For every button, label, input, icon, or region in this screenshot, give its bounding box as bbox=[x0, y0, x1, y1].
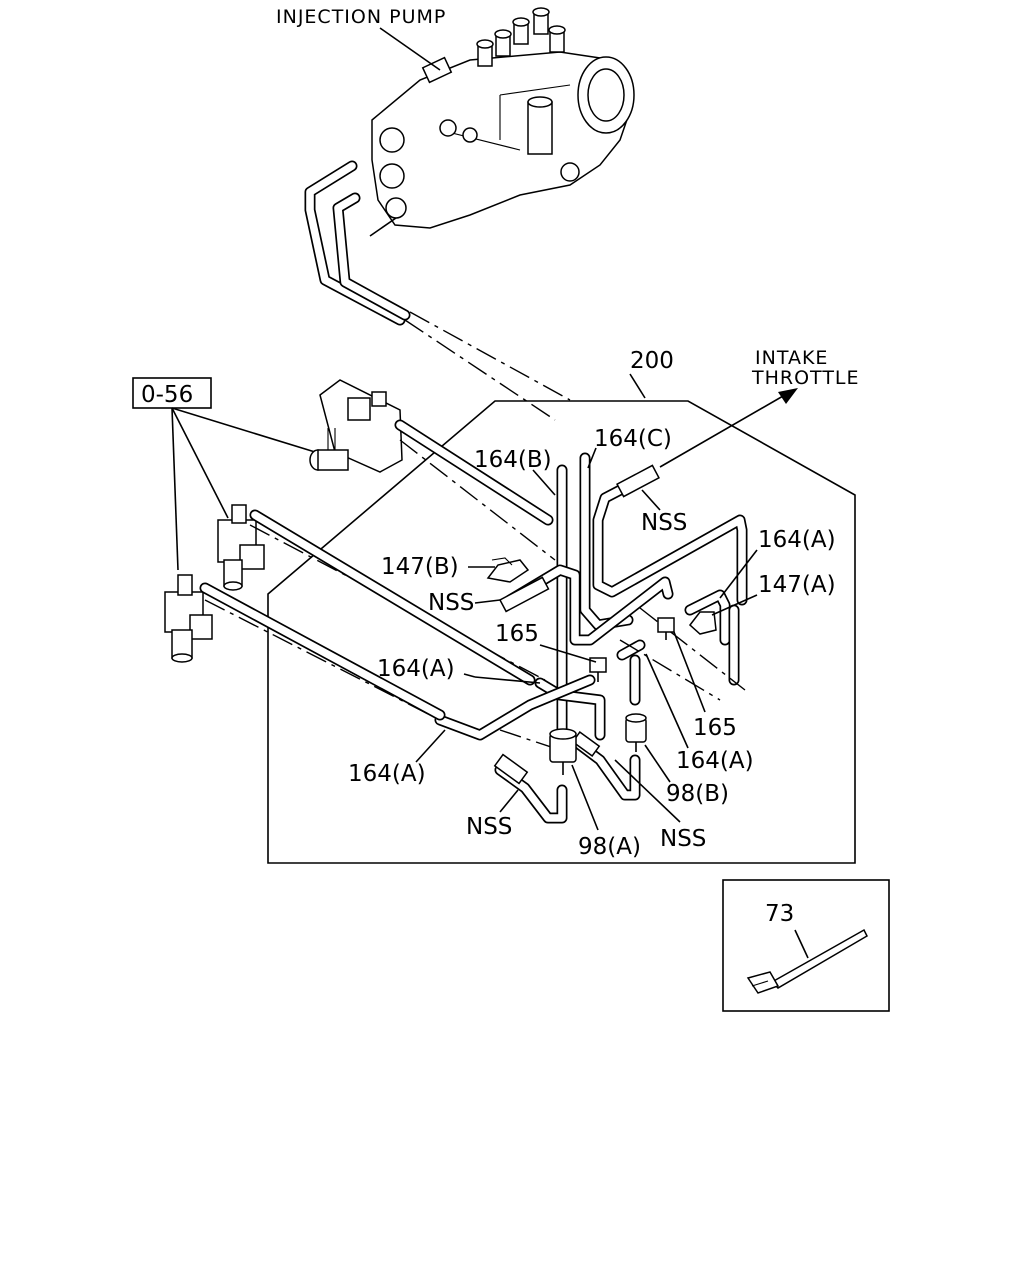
label-98a: 98(A) bbox=[578, 834, 641, 860]
injection-pump-illustration bbox=[369, 7, 635, 237]
label-164b: 164(B) bbox=[474, 447, 552, 473]
label-147b: 147(B) bbox=[381, 554, 459, 580]
check-valve-98b bbox=[625, 713, 647, 752]
label-147a: 147(A) bbox=[758, 572, 836, 598]
label-98b: 98(B) bbox=[666, 781, 729, 807]
leader-lines bbox=[415, 447, 758, 831]
label-73: 73 bbox=[765, 901, 794, 927]
label-o56: 0-56 bbox=[141, 382, 193, 408]
label-throttle: THROTTLE bbox=[751, 367, 860, 389]
label-164a-mid: 164(A) bbox=[377, 656, 455, 682]
label-164c: 164(C) bbox=[594, 426, 672, 452]
pump-vacuum-pipes bbox=[304, 160, 571, 421]
label-intake: INTAKE bbox=[755, 347, 828, 369]
assembly-boundary-200 bbox=[267, 400, 856, 864]
vsv-middle-illustration bbox=[217, 504, 265, 591]
intake-throttle-arrow bbox=[659, 388, 798, 468]
label-164a-bottom: 164(A) bbox=[676, 748, 754, 774]
nss-fittings bbox=[493, 464, 660, 785]
leader-200 bbox=[629, 373, 646, 399]
label-nss-bottom-right: NSS bbox=[660, 826, 706, 852]
label-200: 200 bbox=[630, 348, 674, 374]
label-nss-top: NSS bbox=[641, 510, 687, 536]
vsv-upper-illustration bbox=[309, 379, 403, 473]
joint-165-right bbox=[657, 617, 675, 640]
label-165-left: 165 bbox=[495, 621, 539, 647]
check-valve-98a bbox=[549, 728, 577, 775]
o56-leaders bbox=[171, 407, 316, 571]
vsv-outlet-hoses bbox=[199, 419, 554, 721]
clip-147b bbox=[486, 557, 530, 583]
label-164a-left: 164(A) bbox=[348, 761, 426, 787]
joint-165-left bbox=[589, 657, 607, 682]
label-nss-left: NSS bbox=[428, 590, 474, 616]
inset-band-73 bbox=[722, 879, 890, 1012]
label-165-right: 165 bbox=[693, 715, 737, 741]
leader-injection-pump bbox=[379, 27, 441, 71]
label-164a-right: 164(A) bbox=[758, 527, 836, 553]
clip-147a bbox=[688, 611, 717, 635]
label-nss-bottom-left: NSS bbox=[466, 814, 512, 840]
label-injection-pump: INJECTION PUMP bbox=[276, 6, 446, 28]
vsv-lower-illustration bbox=[164, 574, 213, 663]
